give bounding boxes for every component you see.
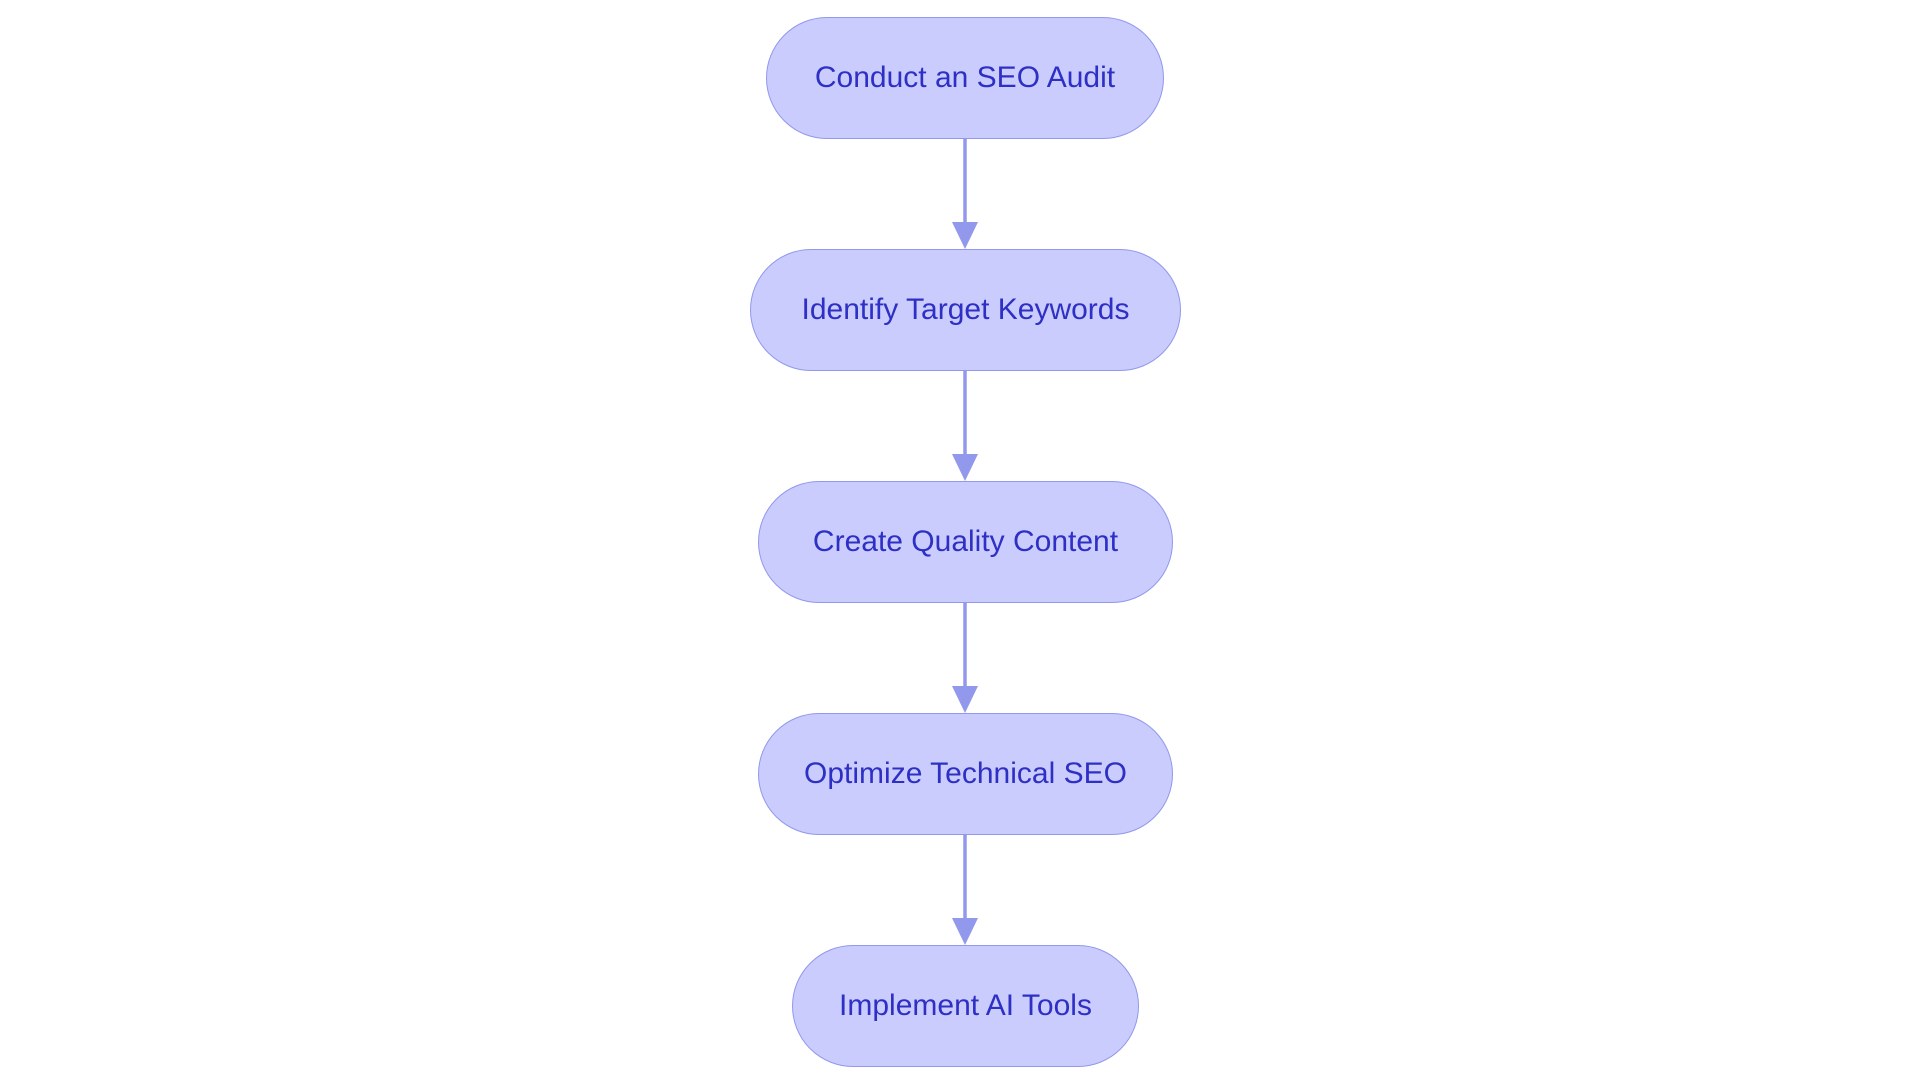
edge-n3-n4 <box>952 603 978 713</box>
step-label: Create Quality Content <box>812 525 1119 558</box>
step-create-quality-content: Create Quality Content <box>758 481 1173 603</box>
step-optimize-technical-seo: Optimize Technical SEO <box>758 713 1173 835</box>
edge-n1-n2 <box>952 139 978 249</box>
step-implement-ai-tools: Implement AI Tools <box>792 945 1139 1067</box>
step-label: Conduct an SEO Audit <box>814 61 1116 94</box>
step-label: Optimize Technical SEO <box>804 757 1127 790</box>
edge-n4-n5 <box>952 835 978 945</box>
step-label: Implement AI Tools <box>839 989 1092 1022</box>
step-conduct-seo-audit: Conduct an SEO Audit <box>766 17 1164 139</box>
step-label: Identify Target Keywords <box>801 293 1130 326</box>
edge-n2-n3 <box>952 371 978 481</box>
step-identify-target-keywords: Identify Target Keywords <box>750 249 1181 371</box>
